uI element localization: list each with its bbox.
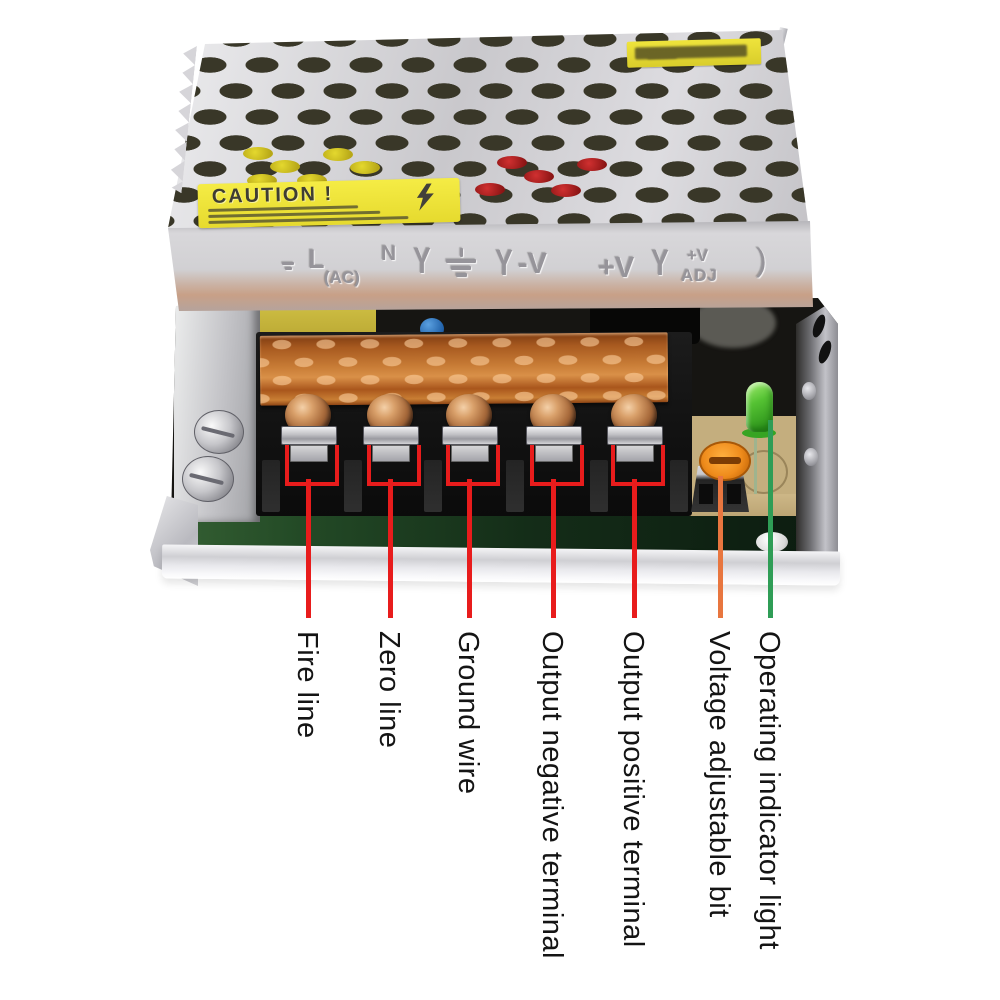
brand-sticker-smudge-text (646, 49, 678, 60)
led-flange (742, 428, 776, 438)
callout-line-zero-line (388, 479, 393, 618)
marking-positive: +V (598, 252, 635, 284)
vent-red-spot (497, 156, 527, 169)
callout-line-output-negative (551, 479, 556, 618)
terminal-divider (262, 460, 280, 512)
terminal-tab-1 (290, 445, 328, 462)
terminal-clamp-3 (442, 426, 498, 445)
label-voltage-adjustable: Voltage adjustable bit (703, 631, 735, 918)
callout-bracket-zero-line (367, 445, 421, 486)
terminal-divider (344, 460, 362, 512)
callout-bracket-output-positive (611, 445, 665, 486)
marking-adj-line1: +V (687, 246, 709, 265)
label-operating-indicator: Operating indicator light (753, 631, 785, 950)
callout-line-voltage-adjust (718, 476, 723, 618)
terminal-clamp-4 (526, 426, 582, 445)
trimmer-window (699, 484, 713, 504)
vent-yellow-spot (243, 147, 273, 160)
terminal-clamp-5 (607, 426, 663, 445)
callout-bracket-fire-line (285, 445, 339, 486)
caution-fine-print-line (208, 216, 409, 225)
vent-red-spot (577, 158, 607, 171)
terminal-tab-3 (451, 445, 489, 462)
right-case-wall (796, 298, 838, 564)
marking-neutral: N (381, 242, 397, 265)
callout-bracket-ground-wire (446, 445, 500, 486)
terminal-divider (670, 460, 688, 512)
callout-line-output-positive (632, 479, 637, 618)
label-ground-wire: Ground wire (452, 631, 484, 795)
trimmer-slot (709, 457, 741, 464)
vent-slot (816, 339, 834, 365)
clamp-emboss-icon: Y (495, 242, 513, 283)
brand-sticker (626, 38, 762, 68)
clamp-emboss-icon: Y (651, 242, 669, 283)
lightning-bolt-icon (416, 183, 434, 211)
callout-line-ground-wire (467, 479, 472, 618)
front-panel-band: L (AC) N Y Y -V +V Y +V ADJ ) (168, 221, 813, 311)
marking-live: L (308, 244, 325, 274)
label-output-positive: Output positive terminal (617, 631, 649, 948)
ground-symbol-icon (442, 248, 480, 277)
wall-rivet (802, 382, 816, 400)
terminal-divider (590, 460, 608, 512)
terminal-tab-5 (616, 445, 654, 462)
case-interior (170, 298, 838, 564)
vent-red-spot (551, 184, 581, 197)
vent-yellow-spot (350, 161, 380, 174)
marking-live-sub: (AC) (324, 268, 360, 287)
trimmer-window (727, 484, 741, 504)
label-zero-line: Zero line (373, 631, 405, 749)
vent-red-spot (524, 170, 554, 183)
marking-adj-line2: ADJ (681, 266, 719, 285)
case-screw (182, 456, 234, 502)
clamp-emboss-icon: Y (413, 240, 431, 281)
vent-yellow-spot (323, 148, 353, 161)
terminal-tab-4 (535, 445, 573, 462)
ground-symbol-icon-small (280, 262, 296, 270)
bottom-case-lip (161, 544, 841, 586)
terminal-divider (424, 460, 442, 512)
vent-red-spot (475, 183, 505, 196)
caution-title: CAUTION ! (211, 182, 334, 208)
label-fire-line: Fire line (291, 631, 323, 739)
left-case-column (174, 298, 260, 522)
label-output-negative: Output negative terminal (536, 631, 568, 959)
terminal-clamp-2 (363, 426, 419, 445)
terminal-divider (506, 460, 524, 512)
marking-negative: -V (518, 248, 547, 280)
terminal-tab-2 (372, 445, 410, 462)
voltage-adjust-trimmer (699, 441, 751, 481)
caution-sticker: CAUTION ! (197, 177, 461, 229)
vent-slot (810, 313, 828, 339)
case-screw (194, 410, 244, 454)
callout-line-fire-line (306, 479, 311, 618)
led-lead (754, 436, 757, 494)
marking-paren: ) (756, 242, 767, 278)
wall-rivet (804, 448, 818, 466)
terminal-clamp-1 (281, 426, 337, 445)
callout-bracket-output-negative (530, 445, 584, 486)
callout-line-indicator-light (768, 420, 773, 618)
vent-yellow-spot (270, 160, 300, 173)
